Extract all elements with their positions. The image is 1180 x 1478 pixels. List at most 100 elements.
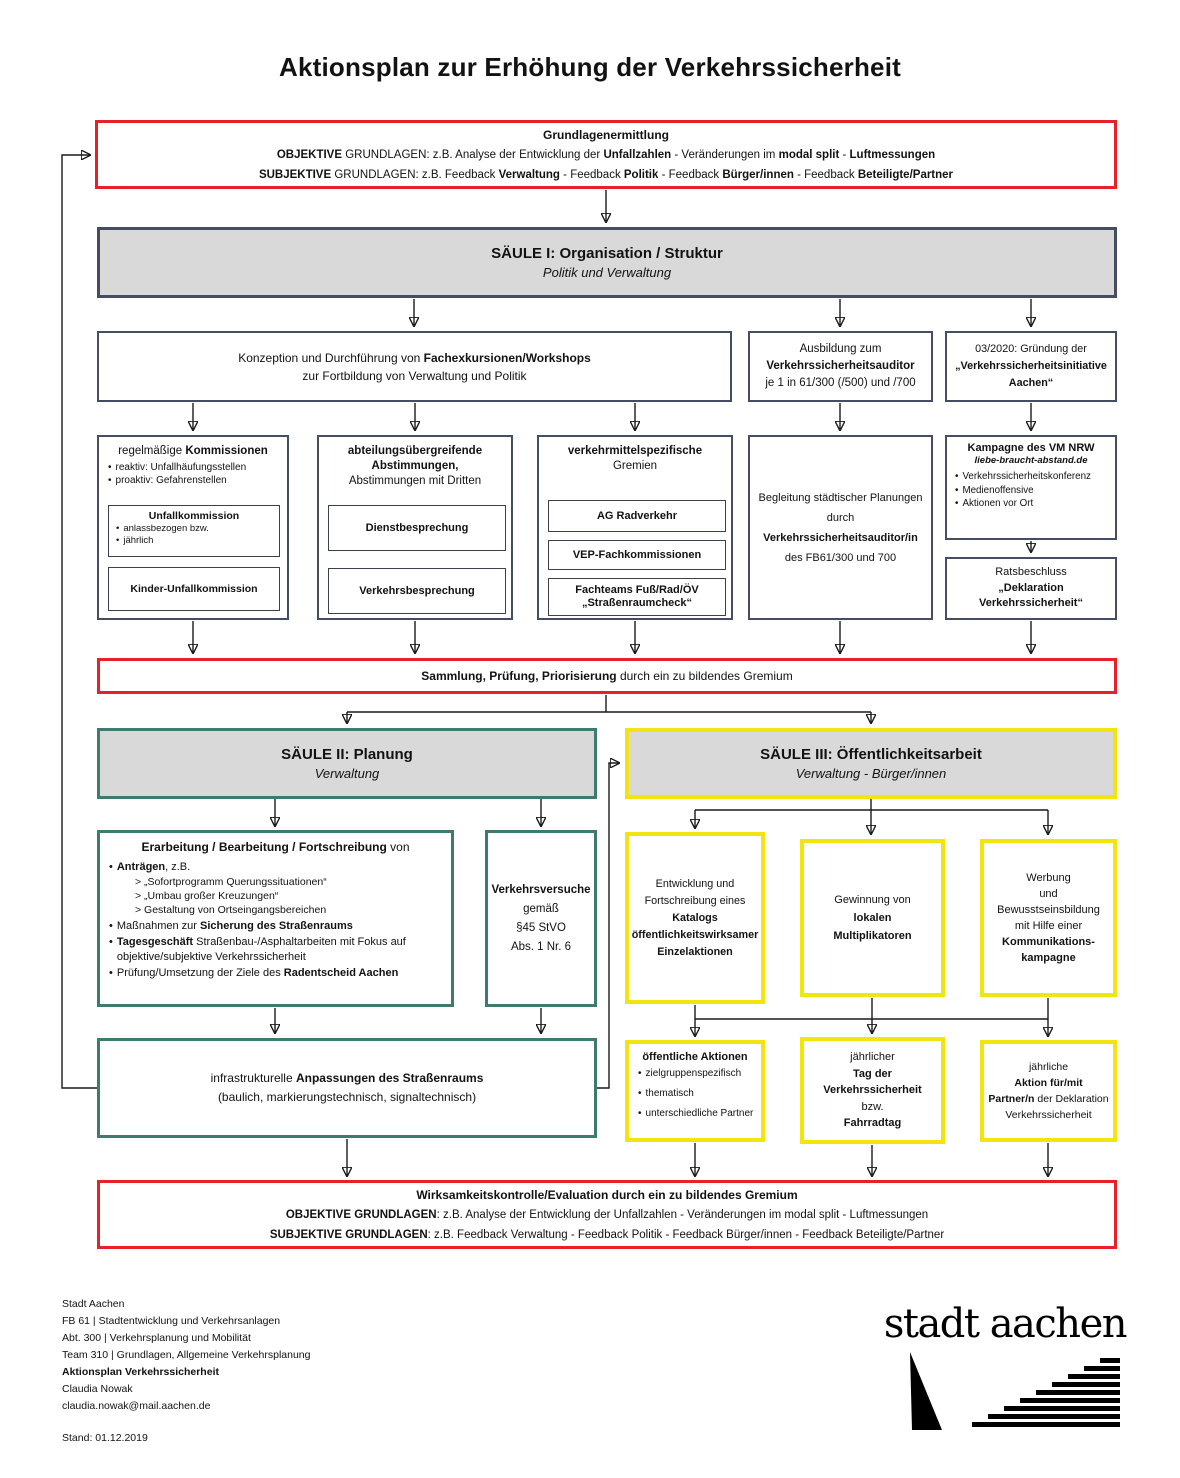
stadt-aachen-logo-graphic — [910, 1352, 1120, 1430]
erarbeitung-bullet-massnahmen: Maßnahmen zur Sicherung des Straßenraums — [109, 919, 442, 934]
abstimmungen-box: abteilungsübergreifende Abstimmungen, Ab… — [317, 435, 513, 620]
begleitung-line4: des FB61/300 und 700 — [784, 551, 897, 564]
stand-date: Stand: 01.12.2019 — [62, 1432, 148, 1444]
gewinnung-line2: lokalen — [853, 912, 892, 924]
gremien-header2: Gremien — [612, 460, 658, 472]
saeule-2-subtitle: Verwaltung — [314, 766, 380, 781]
werbung-line4: mit Hilfe einer — [1014, 920, 1083, 932]
saeule-2-title: SÄULE II: Planung — [281, 746, 413, 763]
kinder-unfallkommission-box: Kinder-Unfallkommission — [108, 567, 280, 611]
ag-radverkehr-box: AG Radverkehr — [548, 500, 726, 532]
gremien-header1: verkehrmittelspezifische — [567, 445, 703, 457]
oeffentliche-bullet-3: unterschiedliche Partner — [638, 1108, 761, 1120]
vep-fachkommissionen-box: VEP-Fachkommissionen — [548, 540, 726, 570]
aktion-line4: Verkehrssicherheit — [1005, 1109, 1092, 1121]
grundlagen-subjektive-line: SUBJEKTIVE GRUNDLAGEN: z.B. Feedback Ver… — [258, 168, 954, 181]
gewinnung-line1: Gewinnung von — [834, 894, 911, 906]
multiplikatoren-box: Gewinnung von lokalen Multiplikatoren — [800, 839, 945, 997]
werbung-line2: und — [1039, 888, 1058, 900]
ratsbeschluss-line3: Verkehrssicherheit“ — [979, 597, 1083, 610]
infrastruktur-line2: (baulich, markierungstechnisch, signalte… — [217, 1090, 477, 1104]
saeule-3-subtitle: Verwaltung - Bürger/innen — [795, 766, 947, 781]
begleitung-line1: Begleitung städtischer Planungen — [758, 491, 923, 504]
grundlagen-objektive-line: OBJEKTIVE GRUNDLAGEN: z.B. Analyse der E… — [276, 148, 936, 161]
footer-email: claudia.nowak@mail.aachen.de — [62, 1400, 211, 1412]
verkehrsversuche-line2: gemäß — [523, 902, 559, 915]
abstimmungen-header2: Abstimmungen, — [371, 460, 459, 472]
erarbeitung-sub-3: > Gestaltung von Ortseingangsbereichen — [135, 903, 327, 916]
kampagne-vm-nrw-box: Kampagne des VM NRW liebe-braucht-abstan… — [945, 435, 1117, 540]
konzeption-line2: zur Fortbildung von Verwaltung und Polit… — [302, 368, 527, 383]
ausbildung-line2: Verkehrssicherheitsauditor — [766, 360, 915, 372]
footer-contact-block: Stadt Aachen FB 61 | Stadtentwicklung un… — [62, 1296, 310, 1415]
oeffentliche-bullet-2: thematisch — [638, 1088, 761, 1100]
entwicklung-line1: Entwicklung und — [655, 877, 735, 890]
aktion-line2: Aktion für/mit — [1014, 1077, 1083, 1089]
footer-line-1: Stadt Aachen — [62, 1298, 125, 1310]
gruendung-line3: Aachen“ — [1008, 377, 1054, 389]
kampagne-bullet-2: Medienoffensive — [955, 484, 1113, 498]
tag-line2: Tag der — [853, 1067, 892, 1080]
erarbeitung-bullet-radentscheid: Prüfung/Umsetzung der Ziele des Radentsc… — [109, 966, 442, 981]
werbung-line5: Kommunikations- — [1002, 936, 1095, 948]
werbung-line3: Bewusstseinsbildung — [997, 904, 1100, 916]
dienstbesprechung-box: Dienstbesprechung — [328, 505, 506, 551]
oeffentliche-bullet-1: zielgruppenspezifisch — [638, 1068, 761, 1080]
saeule-1-header: SÄULE I: Organisation / Struktur Politik… — [97, 227, 1117, 298]
verkehrsversuche-line1: Verkehrsversuche — [491, 883, 591, 896]
gruendung-line1: 03/2020: Gründung der — [975, 343, 1087, 355]
verkehrsversuche-line4: Abs. 1 Nr. 6 — [510, 940, 572, 953]
abstimmungen-header1: abteilungsübergreifende — [347, 445, 483, 457]
verkehrsversuche-box: Verkehrsversuche gemäß §45 StVO Abs. 1 N… — [485, 830, 597, 1007]
jaehrliche-aktion-box: jährliche Aktion für/mit Partner/n der D… — [980, 1040, 1117, 1142]
entwicklung-line3: Katalogs — [672, 911, 718, 924]
gremien-box: verkehrmittelspezifische Gremien AG Radv… — [537, 435, 733, 620]
wirksamkeitskontrolle-box: Wirksamkeitskontrolle/Evaluation durch e… — [97, 1180, 1117, 1249]
begleitung-line2: durch — [826, 511, 855, 524]
ausbildung-auditor-box: Ausbildung zum Verkehrssicherheitsaudito… — [748, 331, 933, 402]
wirksamkeit-subjektive-line: SUBJEKTIVE GRUNDLAGEN: z.B. Feedback Ver… — [269, 1228, 945, 1241]
verkehrsversuche-line3: §45 StVO — [516, 921, 566, 934]
tag-line4: bzw. — [861, 1100, 884, 1113]
gruendung-initiative-box: 03/2020: Gründung der „Verkehrssicherhei… — [945, 331, 1117, 402]
werbung-line1: Werbung — [1026, 872, 1071, 884]
grundlagenermittlung-box: Grundlagenermittlung OBJEKTIVE GRUNDLAGE… — [95, 120, 1117, 189]
saeule-3-header: SÄULE III: Öffentlichkeitsarbeit Verwalt… — [625, 728, 1117, 799]
footer-line-6: Claudia Nowak — [62, 1383, 133, 1395]
kommissionen-box: regelmäßige Kommissionen reaktiv: Unfall… — [97, 435, 289, 620]
begleitung-line3: Verkehrssicherheitsauditor/in — [763, 531, 918, 544]
erarbeitung-sub-1: > „Sofortprogramm Querungssituationen“ — [135, 875, 327, 888]
fachteams-line1: Fachteams Fuß/Rad/ÖV — [575, 584, 699, 596]
erarbeitung-bullet-antraege: Anträgen, z.B. — [109, 860, 442, 875]
saeule-3-title: SÄULE III: Öffentlichkeitsarbeit — [760, 746, 982, 763]
saeule-1-subtitle: Politik und Verwaltung — [542, 265, 672, 280]
tag-line5: Fahrradtag — [843, 1117, 902, 1130]
ratsbeschluss-box: Ratsbeschluss „Deklaration Verkehrssiche… — [945, 557, 1117, 620]
saeule-1-title: SÄULE I: Organisation / Struktur — [491, 245, 723, 262]
unfall-bullet-1: anlassbezogen bzw. — [116, 523, 277, 535]
entwicklung-line4: öffentlichkeitswirksamer — [631, 928, 759, 941]
stadt-aachen-logo: stadt aachen — [880, 1302, 1128, 1432]
tag-line3: Verkehrssicherheit — [823, 1084, 922, 1097]
kommissionen-bullet-proaktiv: proaktiv: Gefahrenstellen — [108, 474, 283, 487]
fachteams-box: Fachteams Fuß/Rad/ÖV „Straßenraumcheck“ — [548, 578, 726, 616]
ratsbeschluss-line1: Ratsbeschluss — [995, 566, 1067, 579]
oeffentliche-title: öffentliche Aktionen — [642, 1051, 748, 1063]
unfallkommission-title: Unfallkommission — [148, 510, 240, 522]
abstimmungen-header3: Abstimmungen mit Dritten — [348, 475, 482, 487]
grundlagen-heading: Grundlagenermittlung — [543, 127, 669, 142]
erarbeitung-sub-2: > „Umbau großer Kreuzungen“ — [135, 889, 279, 902]
sammlung-line: Sammlung, Prüfung, Priorisierung durch e… — [421, 669, 793, 683]
entwicklung-line5: Einzelaktionen — [657, 945, 733, 958]
wirksamkeit-heading: Wirksamkeitskontrolle/Evaluation durch e… — [416, 1187, 798, 1202]
tag-der-verkehrssicherheit-box: jährlicher Tag der Verkehrssicherheit bz… — [800, 1037, 945, 1144]
tag-line1: jährlicher — [850, 1051, 895, 1064]
konzeption-line1: Konzeption und Durchführung von Fachexku… — [238, 350, 591, 365]
fachteams-line2: „Straßenraumcheck“ — [581, 597, 693, 609]
page-title: Aktionsplan zur Erhöhung der Verkehrssic… — [279, 52, 901, 82]
footer-line-5: Aktionsplan Verkehrssicherheit — [62, 1366, 219, 1378]
wirksamkeit-objektive-line: OBJEKTIVE GRUNDLAGEN: z.B. Analyse der E… — [285, 1208, 929, 1221]
footer-line-3: Abt. 300 | Verkehrsplanung und Mobilität — [62, 1332, 251, 1344]
erarbeitung-header: Erarbeitung / Bearbeitung / Fortschreibu… — [141, 840, 410, 854]
